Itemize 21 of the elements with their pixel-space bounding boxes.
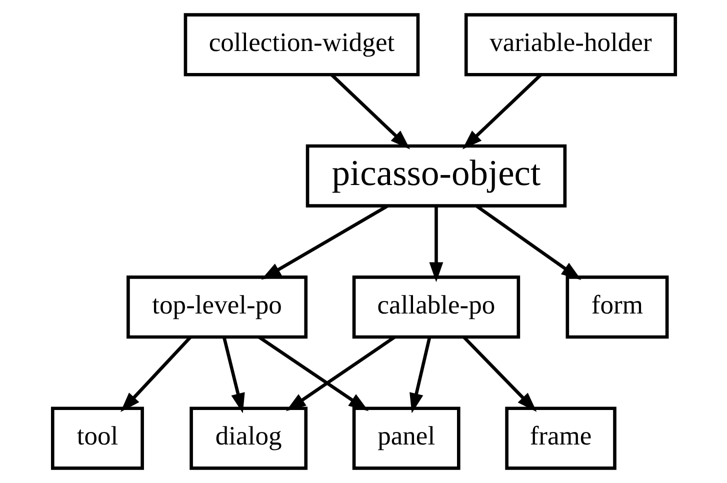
arrow <box>260 204 388 280</box>
arrow <box>258 336 368 412</box>
arrow <box>474 204 581 280</box>
node-box: top-level-po <box>126 276 308 339</box>
arrow <box>330 74 410 150</box>
node-box: callable-po <box>352 276 520 339</box>
arrow <box>409 336 431 414</box>
node-box: picasso-object <box>305 144 566 208</box>
node-box: panel <box>352 406 460 470</box>
arrow <box>285 336 396 412</box>
node-box: collection-widget <box>183 13 420 76</box>
arrow <box>120 336 192 412</box>
node-box: tool <box>50 406 144 470</box>
arrow <box>428 206 443 282</box>
node-box: form <box>565 276 668 339</box>
arrow <box>462 74 542 150</box>
node-box: dialog <box>189 406 308 470</box>
arrow <box>462 336 536 412</box>
arrow <box>222 336 244 414</box>
node-box: frame <box>504 406 616 470</box>
node-box: variable-holder <box>464 13 677 76</box>
